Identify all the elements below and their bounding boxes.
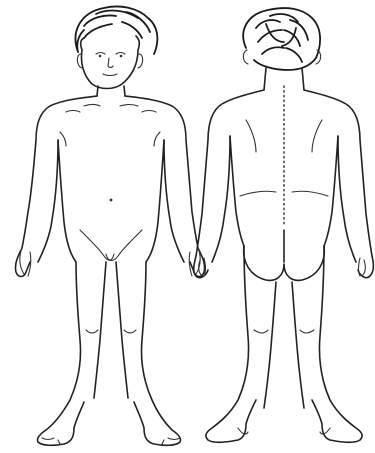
front-legs bbox=[37, 262, 180, 445]
front-knees bbox=[86, 330, 136, 333]
front-hands bbox=[20, 248, 200, 276]
front-feet bbox=[42, 438, 180, 444]
front-hair bbox=[76, 6, 158, 54]
back-buttocks bbox=[244, 230, 325, 280]
front-chest-detail bbox=[60, 105, 160, 147]
back-hair bbox=[243, 8, 320, 70]
back-knees bbox=[254, 330, 314, 333]
front-right-eye bbox=[120, 55, 123, 58]
front-ears bbox=[77, 54, 142, 68]
front-head bbox=[81, 36, 140, 89]
front-left-eye bbox=[99, 55, 102, 58]
back-legs bbox=[206, 246, 362, 442]
back-figure bbox=[194, 8, 374, 442]
front-figure bbox=[15, 6, 204, 445]
back-heels bbox=[238, 428, 330, 434]
front-navel bbox=[110, 199, 113, 202]
front-groin bbox=[80, 230, 142, 261]
